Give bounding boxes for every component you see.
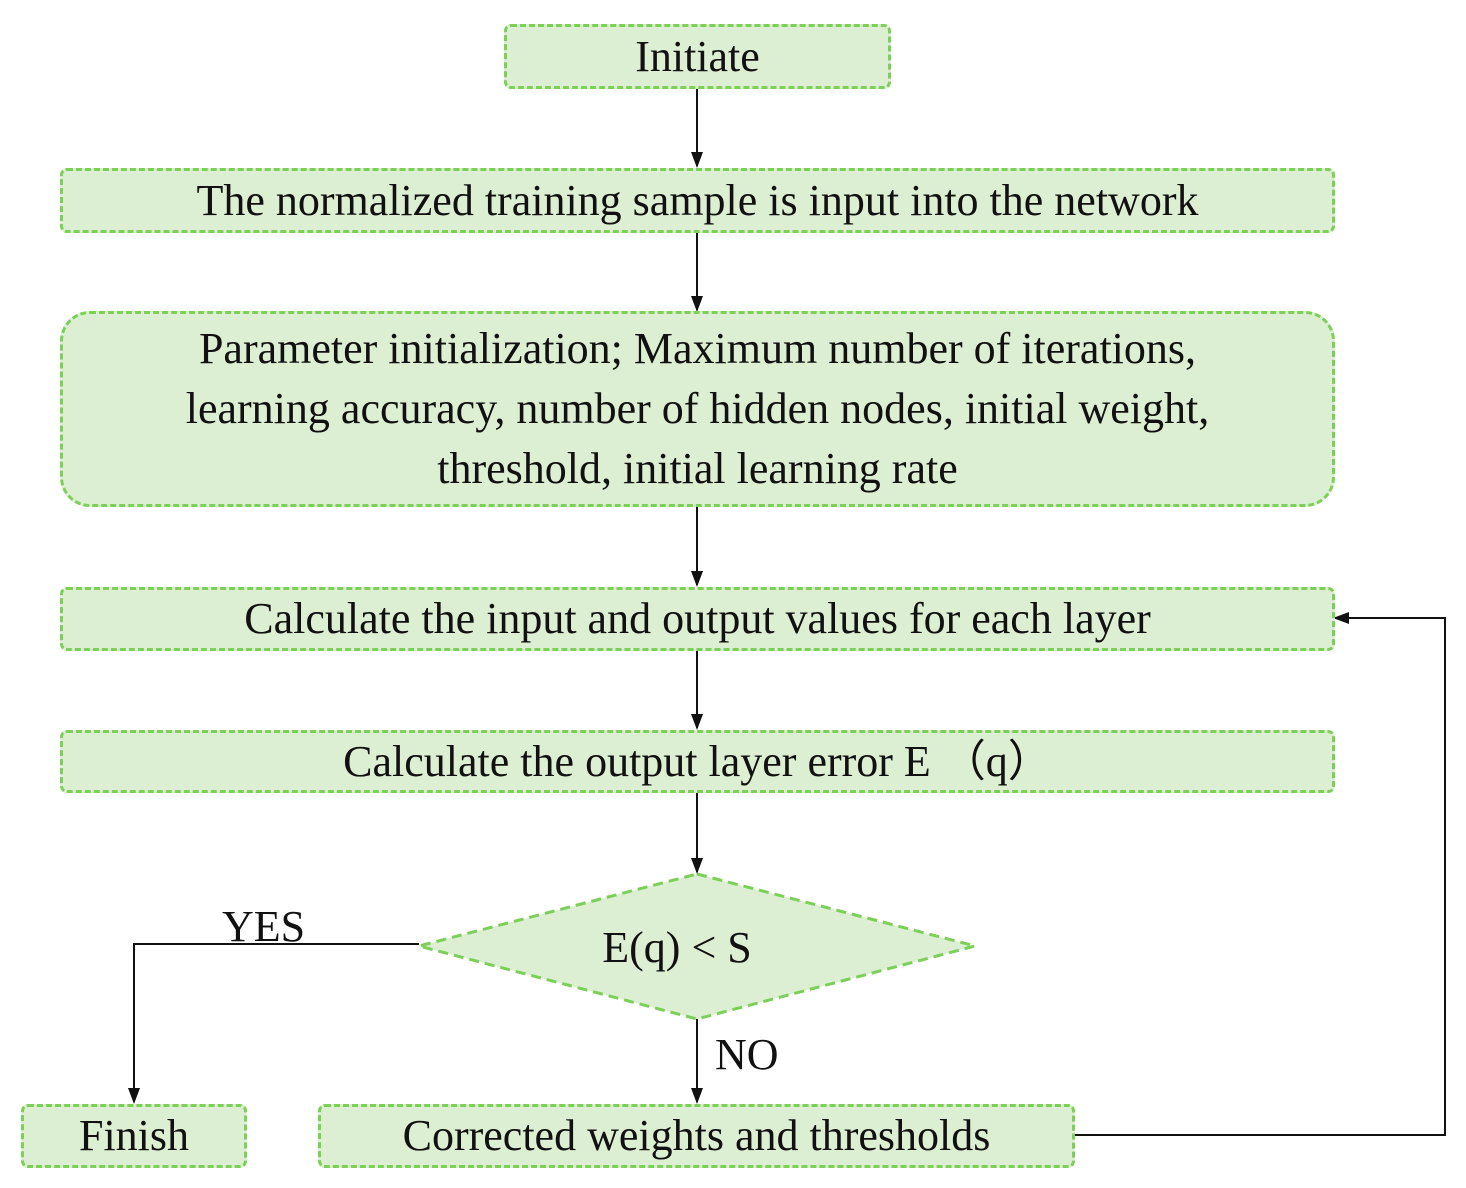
decision-label: E(q) < S	[602, 923, 752, 972]
parameter-init-line: Parameter initialization; Maximum number…	[198, 324, 1197, 374]
input-sample-box: The normalized training sample is input …	[60, 168, 1335, 233]
input-sample-label: The normalized training sample is input …	[196, 175, 1199, 225]
initiate-label: Initiate	[635, 31, 760, 81]
calc-error-box: Calculate the output layer error E （q）	[60, 730, 1335, 793]
finish-label: Finish	[78, 1111, 190, 1160]
decision-diamond	[413, 872, 981, 1021]
parameter-init-box: Parameter initialization; Maximum number…	[60, 311, 1335, 507]
no-label: NO	[715, 1030, 779, 1079]
calc-layers-label: Calculate the input and output values fo…	[244, 594, 1151, 643]
arrow-decision-to-finish	[128, 943, 419, 1104]
calc-error-label: Calculate the output layer error E （q）	[343, 736, 1052, 786]
parameter-init-line: threshold, initial learning rate	[437, 443, 958, 493]
calc-layers-box: Calculate the input and output values fo…	[60, 587, 1335, 651]
initiate-box: Initiate	[504, 24, 891, 89]
arrow-correct-to-calc-layers	[1075, 612, 1446, 1136]
parameter-init-line: learning accuracy, number of hidden node…	[185, 384, 1210, 434]
yes-label: YES	[222, 902, 306, 951]
finish-box: Finish	[21, 1104, 247, 1168]
correct-weights-label: Corrected weights and thresholds	[402, 1111, 991, 1160]
correct-weights-box: Corrected weights and thresholds	[318, 1104, 1075, 1168]
